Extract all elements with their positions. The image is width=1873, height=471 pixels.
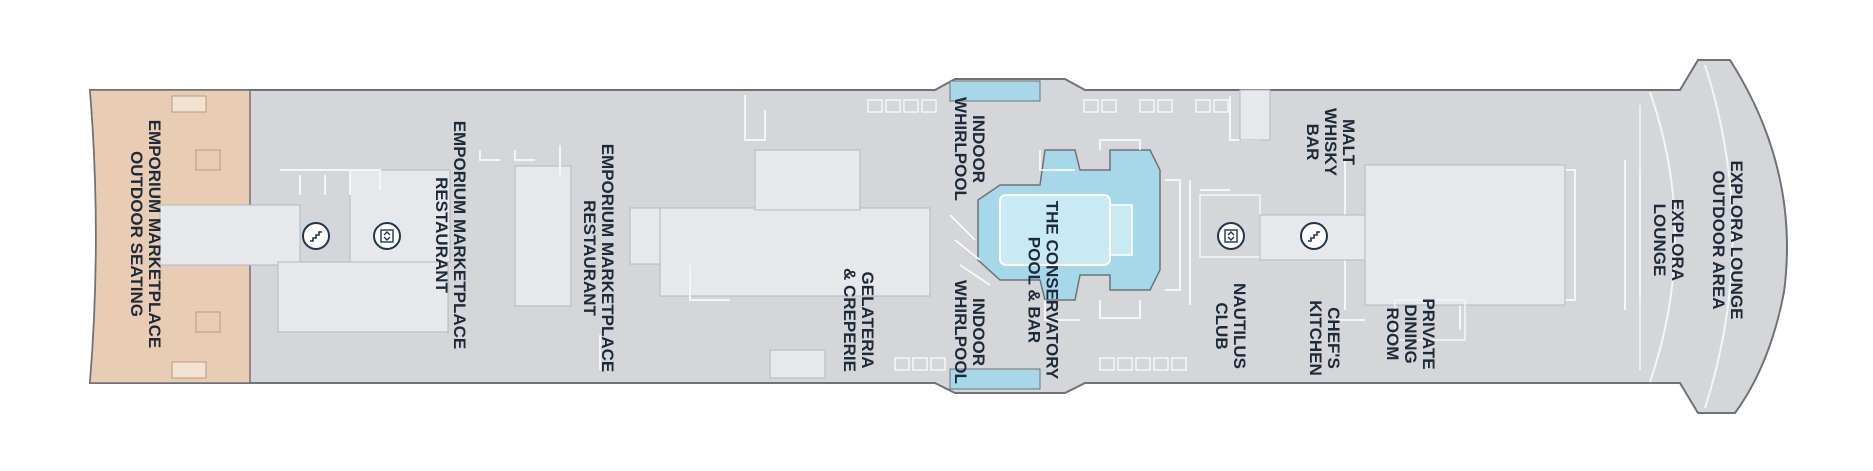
label-indoor-whirlpool-top: INDOOR WHIRLPOOL xyxy=(951,97,988,201)
table-clusters xyxy=(867,99,1229,371)
outdoor-stair-top xyxy=(171,95,207,113)
label-the-conservatory-pool-bar: THE CONSERVATORY POOL & BAR xyxy=(1024,200,1062,380)
malt-whisky-bar-area xyxy=(1239,89,1271,141)
label-emporium-marketplace-restaurant-aft: EMPORIUM MARKETPLACE RESTAURANT xyxy=(432,120,469,350)
label-chefs-kitchen: CHEF'S KITCHEN xyxy=(1306,300,1343,376)
pool-steps xyxy=(1109,204,1133,256)
explora-outdoor-wall xyxy=(1704,64,1734,409)
marketplace-fwd-upper xyxy=(754,149,861,211)
marketplace-aft-dining xyxy=(277,261,449,333)
private-dining-area xyxy=(1394,299,1466,341)
explora-lounge-wall xyxy=(1649,91,1676,383)
pool-deck-bottom xyxy=(949,368,1041,390)
outdoor-structure-bottom xyxy=(195,311,221,333)
chefs-kitchen-area xyxy=(1364,164,1566,306)
conservatory-surround xyxy=(949,139,1181,321)
marketplace-aft-block xyxy=(349,169,451,263)
elevator-icon-aft xyxy=(373,222,401,250)
label-indoor-whirlpool-bottom: INDOOR WHIRLPOOL xyxy=(951,280,988,384)
marketplace-servery xyxy=(514,165,572,307)
stairs-icon-aft xyxy=(302,222,330,250)
aft-corridor xyxy=(159,204,301,266)
elevator-icon-fwd xyxy=(1217,222,1245,250)
gelateria-counter xyxy=(769,349,826,379)
label-gelateria-creperie: GELATERIA & CREPERIE xyxy=(840,268,877,372)
stairs-icon-fwd xyxy=(1300,222,1328,250)
label-explora-lounge-outdoor-area: EXPLORA LOUNGE OUTDOOR AREA xyxy=(1709,160,1746,320)
label-malt-whisky-bar: MALT WHISKY BAR xyxy=(1303,108,1358,176)
outdoor-stair-bottom xyxy=(171,361,207,379)
label-explora-lounge: EXPLORA LOUNGE xyxy=(1650,198,1687,282)
label-emporium-marketplace-outdoor-seating: EMPORIUM MARKETPLACE OUTDOOR SEATING xyxy=(127,119,164,349)
outdoor-structure-top xyxy=(195,149,221,171)
label-nautilus-club: NAUTILUS CLUB xyxy=(1212,283,1249,369)
pool-deck-top xyxy=(949,80,1041,102)
label-private-dining-room: PRIVATE DINING ROOM xyxy=(1383,298,1438,370)
marketplace-fwd-dining xyxy=(659,207,931,297)
label-emporium-marketplace-restaurant-fwd: EMPORIUM MARKETPLACE RESTAURANT xyxy=(580,143,617,373)
